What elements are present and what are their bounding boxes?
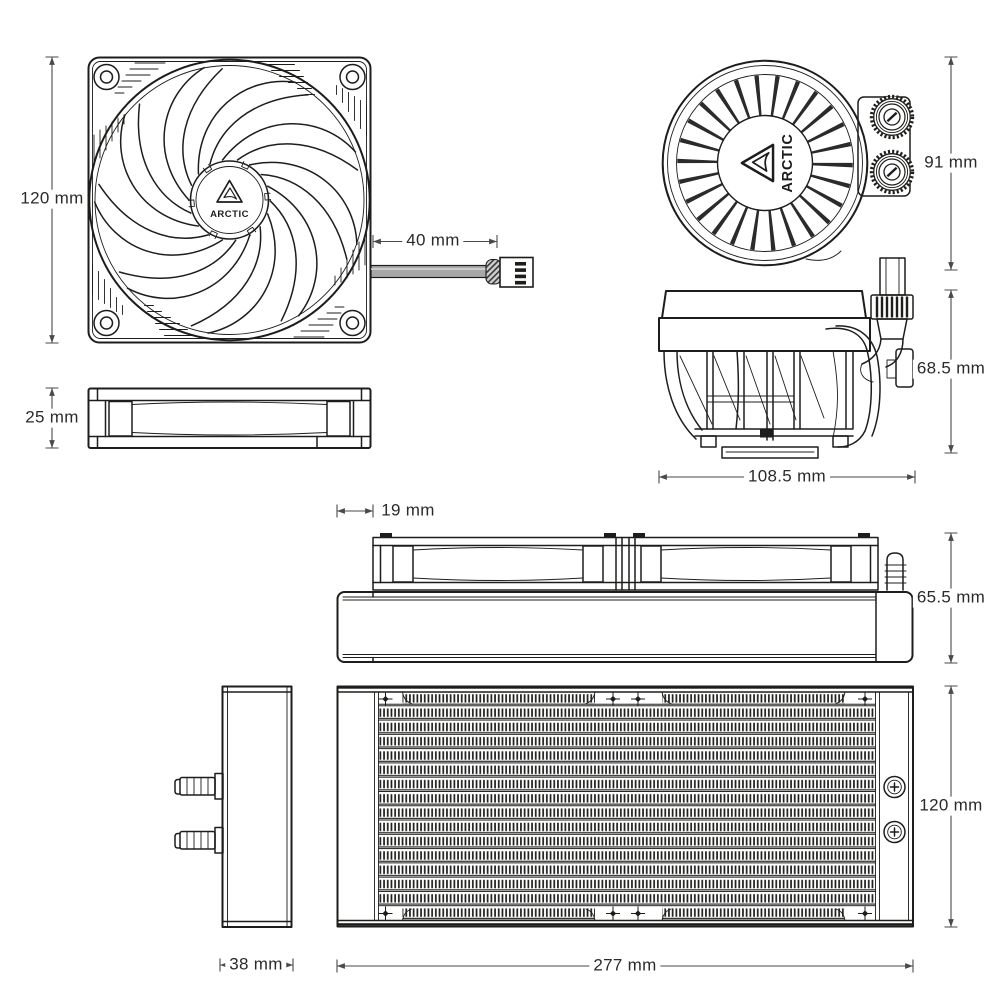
pump-top-view: ARCTIC: [661, 59, 915, 267]
pump-hose-fitting-bottom: [869, 149, 915, 195]
pump-cold-plate: [694, 428, 854, 459]
label-pump-height: 68.5 mm: [912, 359, 990, 379]
label-fan-front-size: 120 mm: [16, 189, 88, 209]
radiator-fin-core: [378, 692, 876, 921]
pump-body-legs: [663, 350, 825, 441]
svg-text:ARCTIC: ARCTIC: [210, 209, 249, 220]
label-radiator-total-height: 65.5 mm: [912, 588, 990, 608]
pump-hose-fitting-top: [869, 94, 915, 140]
radiator-barb-side: [884, 552, 907, 591]
radiator-front-view: [336, 685, 914, 928]
pump-hose-barb-side: [860, 257, 914, 388]
pump-radial-fins: [677, 75, 853, 251]
fan-connector-4pin: [499, 256, 534, 288]
label-radiator-thickness: 38 mm: [225, 955, 287, 975]
label-fan-thickness: 25 mm: [21, 408, 83, 428]
side-view-radiator: [336, 552, 914, 663]
radiator-side-view: [336, 533, 914, 663]
pump-side-view: [658, 257, 914, 459]
fan-side-view: [87, 387, 372, 449]
fan-front-view: ARCTIC: [82, 56, 534, 350]
side-view-fans: [372, 533, 879, 591]
fan-impeller: [82, 58, 378, 350]
svg-text:ARCTIC: ARCTIC: [780, 133, 796, 192]
radiator-barb-upper: [174, 772, 224, 800]
label-cable-length: 40 mm: [402, 231, 464, 251]
arctic-logo-pump: ARCTIC: [740, 133, 796, 193]
dim-fan-radiator-offset: [336, 504, 374, 518]
label-pump-top-width: 91 mm: [920, 153, 982, 173]
label-radiator-length: 277 mm: [589, 956, 661, 976]
arctic-logo-fan: ARCTIC: [210, 179, 249, 220]
fan-screw-holes: [93, 63, 366, 337]
label-radiator-width: 120 mm: [915, 796, 987, 816]
radiator-profile-view: [174, 685, 293, 928]
radiator-barb-lower: [174, 826, 224, 854]
label-pump-width: 108.5 mm: [744, 467, 830, 487]
fin-cutout-fillets: [402, 691, 846, 921]
label-fan-radiator-offset: 19 mm: [377, 501, 439, 521]
fan-cable: [370, 256, 534, 288]
radiator-ports: [883, 775, 906, 844]
cable-crimp: [485, 258, 502, 285]
